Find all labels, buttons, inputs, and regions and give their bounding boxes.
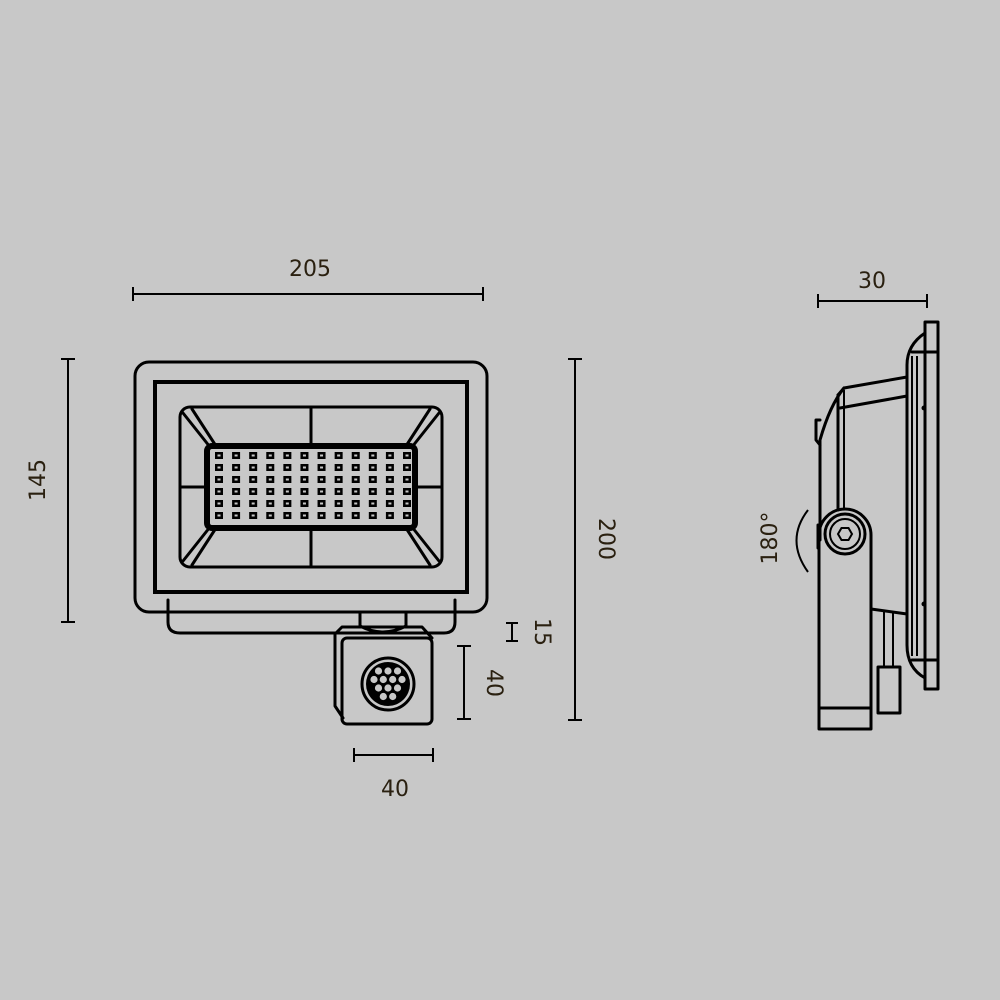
sensor-dot [389, 675, 397, 684]
dimension-40-vertical: 40 [457, 645, 506, 720]
side-view [814, 320, 940, 731]
rotation-indicator: 180° [758, 509, 809, 573]
sensor-dot [398, 675, 406, 684]
sensor-dot [379, 692, 387, 701]
dimension-145: 145 [26, 358, 75, 623]
label-width: 205 [289, 257, 331, 282]
sensor-dot [389, 692, 397, 701]
front-view [133, 360, 489, 726]
label-height: 145 [26, 459, 51, 501]
motion-sensor-box [340, 636, 434, 726]
sensor-lens-dots [370, 667, 406, 701]
label-sensor-width: 40 [381, 777, 409, 802]
led-grid [215, 452, 411, 519]
hex-bolt-icon [836, 527, 854, 541]
pivot-knob [823, 512, 867, 556]
cable-gland [876, 665, 902, 715]
rotation-arc-icon [795, 509, 809, 573]
sensor-dot [384, 667, 392, 675]
sensor-dot [393, 667, 402, 675]
front-glass-plate [923, 320, 940, 691]
outer-frame [133, 360, 489, 614]
sensor-dot [374, 684, 383, 692]
dimension-205: 205 [132, 257, 484, 301]
inner-frame [153, 380, 469, 594]
sensor-neck [358, 610, 408, 634]
sensor-dot [384, 684, 392, 692]
label-rotation: 180° [758, 512, 783, 565]
led-panel [204, 443, 418, 531]
bracket-bottom [166, 598, 457, 635]
mounting-bracket [817, 507, 873, 731]
label-sensor-gap: 15 [529, 618, 554, 646]
label-sensor-height: 40 [481, 669, 506, 697]
dimension-200: 200 [568, 358, 618, 721]
dimension-30: 30 [817, 269, 928, 308]
sensor-dot [370, 675, 378, 684]
label-depth: 30 [858, 269, 886, 294]
sensor-dot [374, 667, 383, 675]
sensor-dot [393, 684, 402, 692]
sensor-dot [379, 675, 387, 684]
label-total-height: 200 [593, 518, 618, 560]
dimension-40-horizontal: 40 [353, 748, 434, 802]
dimension-15: 15 [506, 618, 554, 646]
